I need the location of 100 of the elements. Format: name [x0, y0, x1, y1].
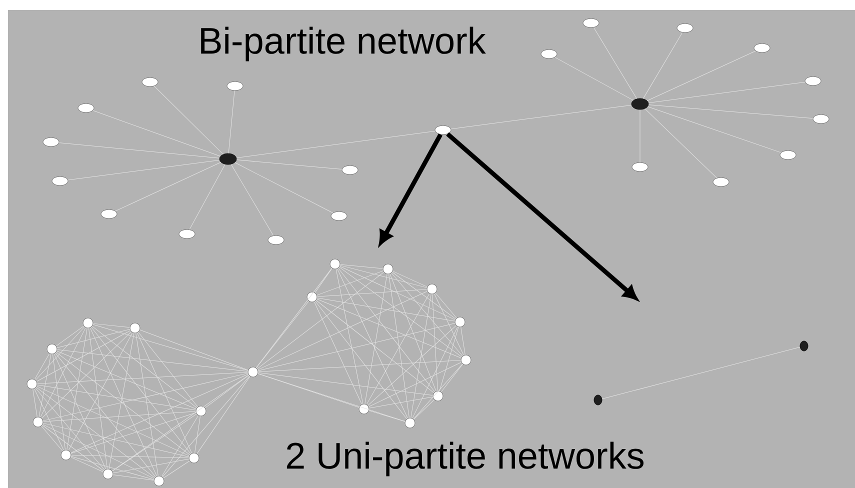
network-node	[178, 229, 196, 239]
network-link	[70, 456, 104, 472]
network-link	[412, 326, 458, 419]
network-link	[42, 372, 248, 422]
network-link	[648, 82, 806, 104]
network-node	[631, 98, 649, 110]
network-node	[582, 18, 600, 28]
network-link	[92, 323, 130, 328]
network-label: 2 Uni-partite networks	[286, 442, 644, 476]
network-link	[316, 300, 434, 393]
network-node	[800, 340, 808, 352]
network-link	[368, 410, 406, 422]
network-link	[56, 349, 248, 372]
network-node	[540, 49, 558, 59]
network-node	[82, 318, 94, 328]
network-link	[339, 266, 462, 358]
network-node	[154, 476, 164, 486]
network-link	[154, 86, 224, 154]
network-link	[56, 350, 196, 410]
network-link	[92, 110, 221, 156]
network-node	[382, 264, 394, 274]
network-link	[256, 268, 332, 368]
network-link	[138, 332, 198, 408]
network-node	[434, 125, 452, 135]
title: Bi-partite network	[201, 26, 486, 62]
network-link	[66, 328, 88, 450]
network-link	[56, 329, 130, 348]
network-link	[390, 274, 436, 392]
network-link	[189, 164, 226, 230]
network-link	[52, 354, 66, 450]
network-link	[36, 386, 156, 478]
network-link	[32, 388, 38, 418]
network-link	[90, 328, 158, 476]
network-link	[647, 106, 782, 153]
network-link	[70, 374, 248, 454]
network-node	[804, 76, 822, 86]
network-link	[43, 411, 196, 422]
network-link	[314, 268, 332, 293]
network-node	[268, 235, 284, 245]
network-link	[336, 268, 364, 404]
network-link	[228, 90, 235, 154]
network-link	[435, 292, 457, 318]
network-link	[258, 373, 406, 422]
network-link	[140, 330, 248, 370]
network-link	[88, 328, 108, 470]
network-node	[754, 43, 770, 53]
network-link	[112, 474, 154, 481]
network-link	[414, 399, 434, 420]
network-link	[68, 332, 133, 451]
network-link	[366, 293, 430, 405]
network-link	[36, 330, 131, 382]
network-link	[68, 160, 220, 180]
network-link	[392, 270, 428, 288]
network-link	[256, 272, 384, 370]
network-node	[780, 150, 796, 160]
network-link	[340, 266, 456, 320]
network-link	[648, 104, 814, 119]
network-link	[56, 352, 190, 456]
network-node	[594, 394, 602, 406]
network-link	[314, 300, 408, 420]
network-link	[35, 326, 85, 380]
network-link	[316, 298, 456, 322]
network-node	[454, 316, 466, 328]
network-link	[340, 264, 384, 269]
network-node	[404, 418, 416, 428]
network-node	[78, 103, 94, 113]
network-link	[108, 332, 134, 470]
network-link	[136, 332, 192, 454]
network-link	[450, 104, 632, 130]
network-node	[676, 23, 694, 33]
network-link	[55, 352, 156, 478]
network-node	[342, 165, 358, 175]
network-link	[364, 274, 388, 404]
network-node	[188, 452, 200, 464]
network-node	[102, 468, 114, 480]
network-link	[112, 414, 197, 472]
network-link	[602, 346, 800, 400]
network-link	[236, 130, 436, 158]
network-link	[41, 426, 63, 452]
network-node	[196, 406, 206, 416]
network-node	[460, 354, 472, 366]
network-link	[58, 142, 220, 158]
network-link	[91, 326, 191, 454]
network-node	[100, 209, 118, 219]
network-node	[226, 81, 244, 91]
network-link	[42, 331, 132, 419]
network-link	[314, 302, 362, 404]
network-link	[316, 298, 462, 358]
network-link	[162, 376, 250, 478]
network-link	[36, 386, 190, 456]
network-link	[258, 322, 456, 372]
network-node	[142, 77, 158, 87]
network-link	[256, 300, 309, 368]
network-link	[112, 458, 190, 474]
network-link	[112, 374, 249, 472]
network-link	[92, 324, 248, 371]
network-node	[330, 211, 348, 221]
network-node	[426, 284, 438, 294]
network-link	[368, 325, 456, 406]
network-link	[593, 27, 638, 99]
